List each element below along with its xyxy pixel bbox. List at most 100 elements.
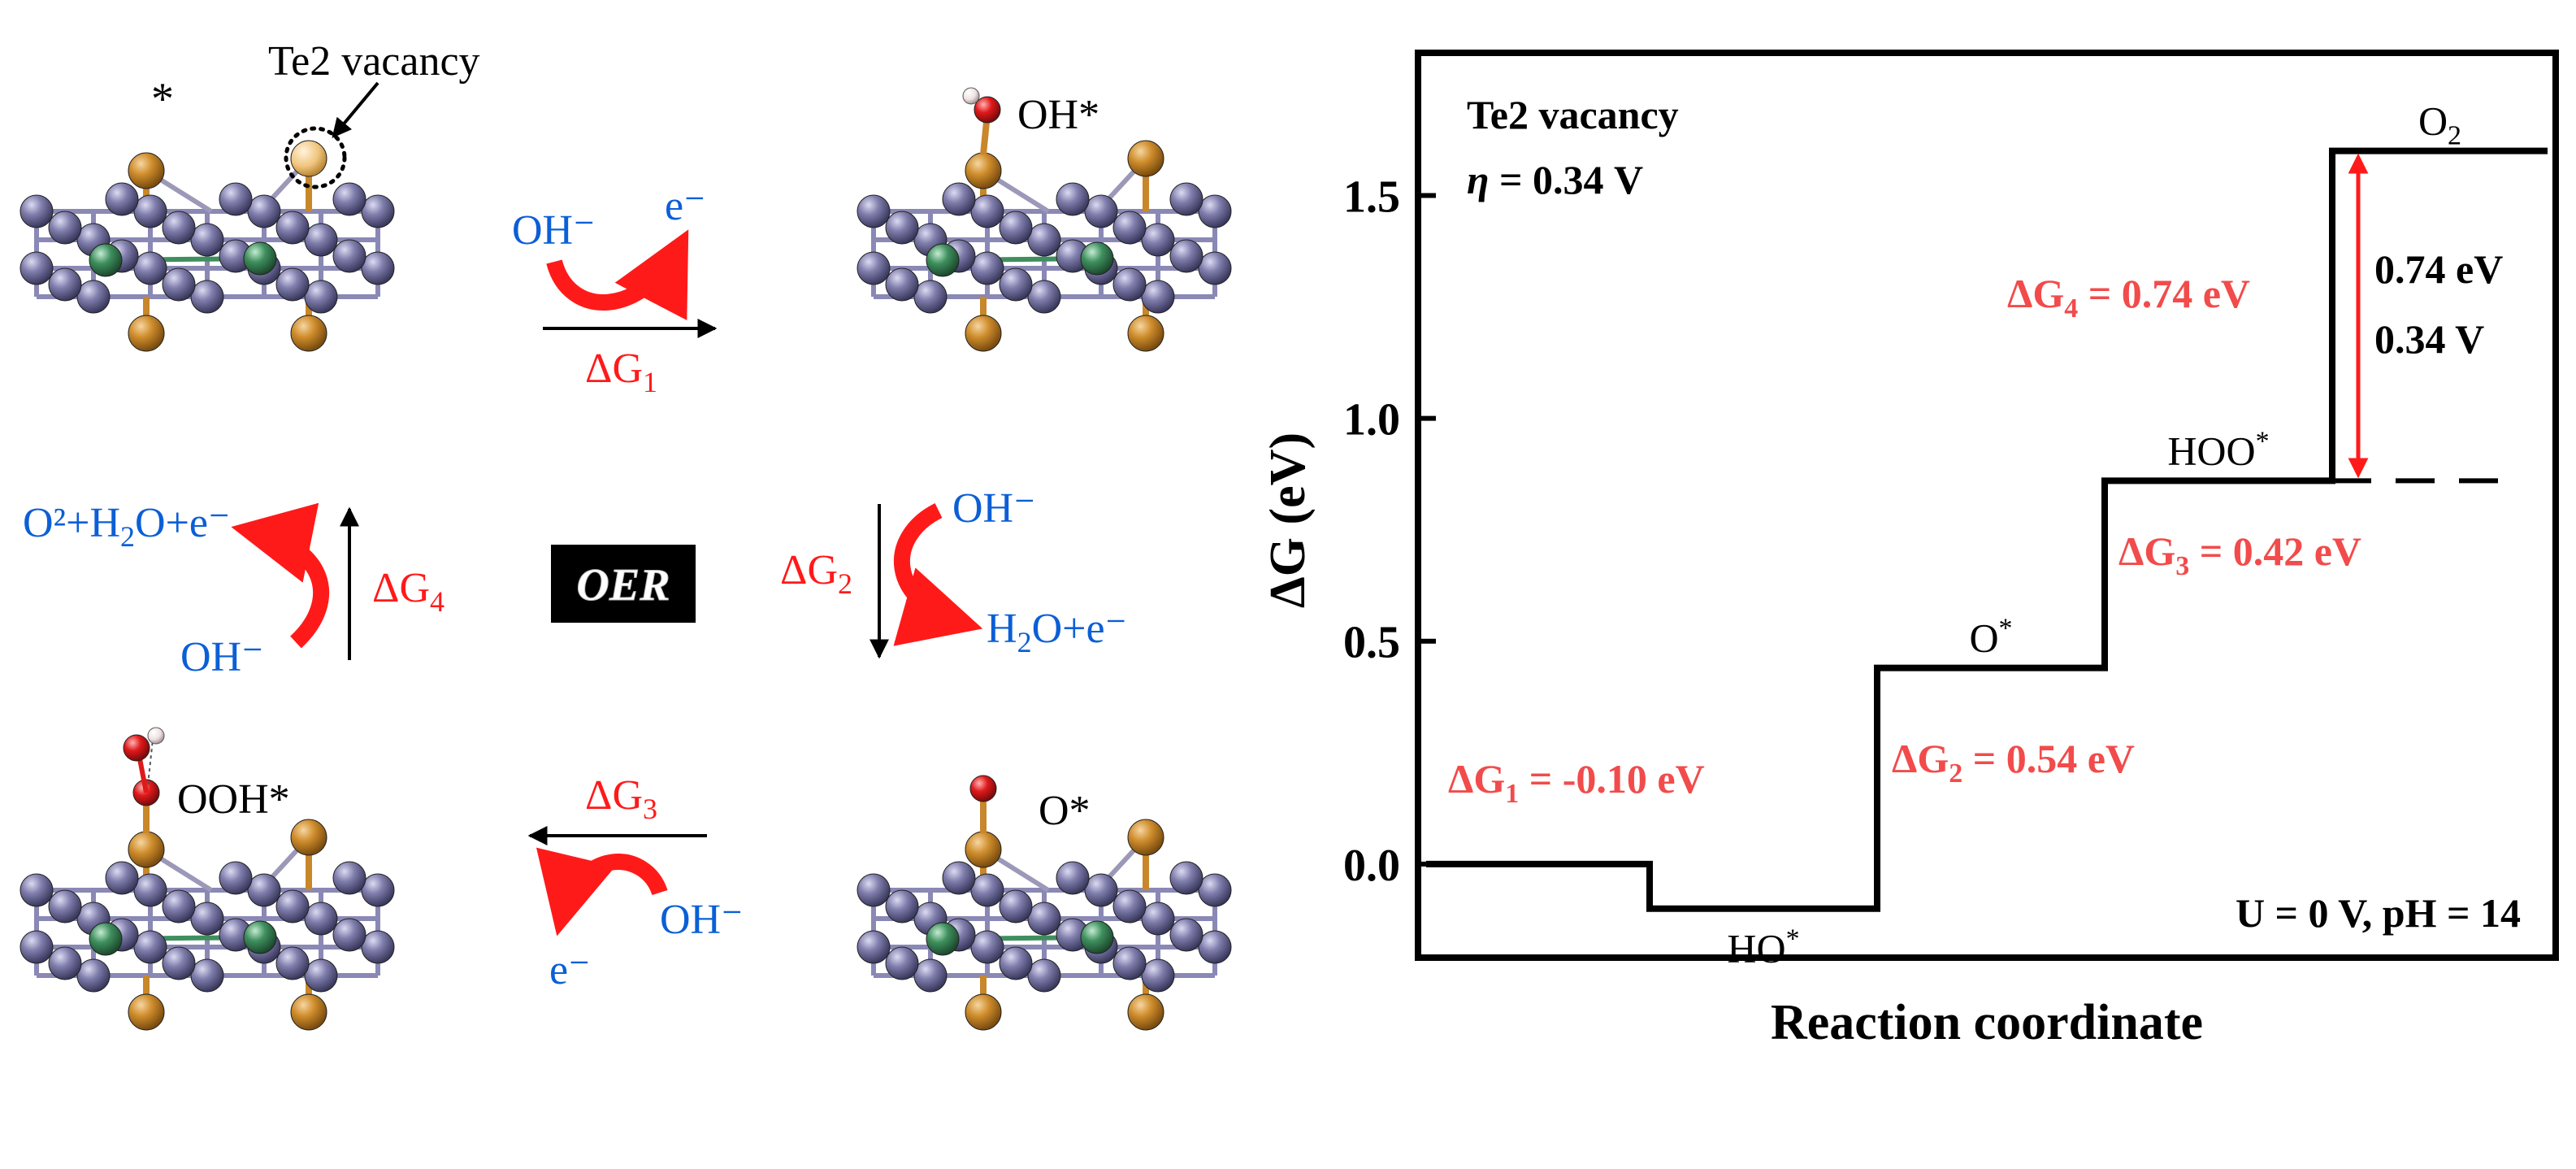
step3-dg-label: ΔG3 <box>585 772 657 825</box>
vacancy-label: Te2 vacancy <box>268 38 480 85</box>
te-atom <box>128 831 165 868</box>
metal-atom <box>162 211 196 245</box>
metal-atom <box>361 251 395 285</box>
green-atom <box>926 243 960 277</box>
metal-atom <box>885 889 919 923</box>
metal-atom <box>76 958 111 993</box>
metal-atom <box>970 873 1004 907</box>
green-atom <box>1080 920 1114 954</box>
metal-atom <box>190 958 224 993</box>
metal-atom <box>1141 223 1175 257</box>
step4-dg-label: ΔG4 <box>372 565 445 618</box>
step3-reactant: OH⁻ <box>660 897 744 943</box>
step4-product: O²+H2O+e⁻ <box>23 500 230 553</box>
gap-energy-label: 0.74 eV <box>2374 246 2503 292</box>
dg2-annotation: ΔG2 = 0.54 eV <box>1892 736 2135 789</box>
metal-atom <box>1169 182 1203 216</box>
metal-atom <box>1084 194 1118 228</box>
metal-atom <box>1198 251 1232 285</box>
step3-group: ΔG3 OH⁻ e⁻ <box>527 772 744 993</box>
metal-atom <box>275 946 310 980</box>
dg4-annotation: ΔG4 = 0.74 eV <box>2007 271 2250 324</box>
metal-atom <box>856 251 891 285</box>
metal-atom <box>275 211 310 245</box>
metal-atom <box>76 280 111 314</box>
dg3-annotation: ΔG3 = 0.42 eV <box>2118 528 2361 581</box>
metal-atom <box>190 280 224 314</box>
conditions-label: U = 0 V, pH = 14 <box>2236 890 2521 936</box>
step-label: HO* <box>1727 924 1799 971</box>
metal-atom <box>133 873 167 907</box>
metal-atom <box>1198 873 1232 907</box>
metal-atom <box>247 194 281 228</box>
metal-atom <box>1027 223 1061 257</box>
step1-group: OH⁻ e⁻ ΔG1 <box>512 183 718 398</box>
metal-atom <box>105 861 139 895</box>
metal-atom <box>20 251 54 285</box>
green-atom <box>1080 241 1114 276</box>
te-atom <box>290 315 327 352</box>
energy-profile <box>1426 147 2548 912</box>
oohstar-label: OOH* <box>177 776 290 823</box>
y-tick-label: 1.0 <box>1343 395 1400 445</box>
slab-oh-adsorbed <box>856 87 1232 352</box>
metal-atom <box>304 902 338 936</box>
step2-reactant: OH⁻ <box>952 485 1036 532</box>
metal-atom <box>913 280 948 314</box>
green-atom <box>243 920 277 954</box>
slab-ooh-adsorbed <box>20 727 395 1031</box>
oer-scheme: Te2 vacancy * OH* OOH* O* OH⁻ e⁻ ΔG1 ΔG2… <box>20 38 1232 1031</box>
oer-badge <box>551 545 696 623</box>
metal-atom <box>361 873 395 907</box>
metal-atom <box>999 267 1033 302</box>
metal-atom <box>999 211 1033 245</box>
metal-atom <box>275 267 310 302</box>
step-label: HOO* <box>2167 426 2269 473</box>
metal-atom <box>885 946 919 980</box>
metal-atom <box>1027 958 1061 993</box>
metal-atom <box>20 194 54 228</box>
green-atom <box>926 922 960 956</box>
metal-atom <box>1027 902 1061 936</box>
metal-atom <box>1112 946 1147 980</box>
metal-atom <box>162 267 196 302</box>
green-atom <box>89 243 123 277</box>
metal-atom <box>1141 958 1175 993</box>
metal-atom <box>1198 194 1232 228</box>
metal-atom <box>1112 211 1147 245</box>
metal-atom <box>275 889 310 923</box>
step4-curved-arrow <box>231 502 330 649</box>
metal-atom <box>970 251 1004 285</box>
metal-atom <box>332 239 366 273</box>
active-site-star: * <box>151 74 174 124</box>
step3-curved-arrow <box>536 847 668 937</box>
metal-atom <box>48 267 82 302</box>
metal-atom <box>942 861 976 895</box>
ohstar-label: OH* <box>1017 92 1099 138</box>
metal-atom <box>913 958 948 993</box>
step4-group: O²+H2O+e⁻ OH⁻ ΔG4 <box>23 500 445 680</box>
energy-profile-line <box>1426 147 2548 912</box>
metal-atom <box>856 873 891 907</box>
metal-atom <box>20 930 54 964</box>
metal-atom <box>885 267 919 302</box>
metal-atom <box>1056 182 1090 216</box>
metal-atom <box>48 946 82 980</box>
step2-dg-label: ΔG2 <box>780 547 852 600</box>
metal-atom <box>133 194 167 228</box>
metal-atom <box>332 918 366 952</box>
metal-atom <box>332 861 366 895</box>
metal-atom <box>1198 930 1232 964</box>
step-label: O2 <box>2418 98 2461 151</box>
metal-atom <box>1112 889 1147 923</box>
metal-atom <box>1112 267 1147 302</box>
metal-atom <box>133 251 167 285</box>
metal-atom <box>885 211 919 245</box>
te-atom <box>965 152 1002 189</box>
system-label: Te2 vacancy <box>1467 92 1679 137</box>
metal-atom <box>1169 861 1203 895</box>
step2-curved-arrow <box>893 503 983 646</box>
oxygen-atom <box>969 775 997 802</box>
metal-atom <box>999 946 1033 980</box>
